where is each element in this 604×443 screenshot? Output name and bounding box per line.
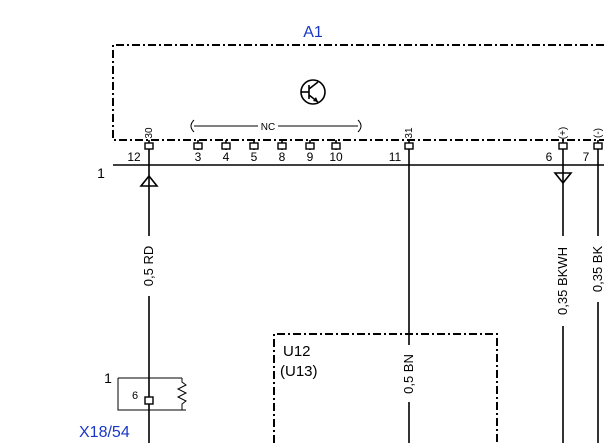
module-a1-label: A1: [303, 24, 323, 41]
pin-10-number: 10: [329, 150, 343, 164]
pin-11-number: 11: [389, 150, 402, 164]
pin-7: (-) 7: [583, 128, 604, 164]
pin-11-tag: 31: [404, 127, 415, 139]
pin-10: 10: [329, 140, 343, 164]
submodule-u12-label: U12: [283, 343, 311, 360]
pin-8-number: 8: [279, 150, 286, 164]
submodule-u12-boundary: [273, 333, 498, 443]
connector-pin-label: 6: [132, 390, 138, 402]
pin-3: 3: [193, 140, 203, 164]
pin-12-number: 12: [127, 150, 141, 164]
nc-label: NC: [261, 122, 275, 133]
pin-7-number: 7: [583, 150, 590, 164]
pin-8: 8: [277, 140, 287, 164]
wire-bn: 0,5 BN: [401, 150, 416, 443]
wire-bk-label: 0,35 BK: [590, 246, 604, 293]
pin-6-tag: (+): [558, 127, 569, 140]
pin-3-number: 3: [195, 150, 202, 164]
wire-bk: 0,35 BK: [590, 150, 604, 443]
pin-6-number: 6: [546, 150, 553, 164]
resistor-icon: [176, 378, 188, 410]
nc-bracket: NC: [190, 119, 362, 133]
submodule-u13-label: (U13): [280, 363, 318, 380]
module-a1-boundary: [112, 44, 604, 141]
pin-4: 4: [221, 140, 231, 164]
wire-rd: 0,5 RD: [139, 150, 159, 443]
pin-5: 5: [249, 140, 259, 164]
pin-4-number: 4: [223, 150, 230, 164]
pin-7-tag: (-): [593, 128, 604, 138]
pin-6: (+) 6: [546, 127, 569, 164]
pin-9-number: 9: [307, 150, 314, 164]
wire-bkwh: 0,35 BKWH: [553, 150, 573, 443]
module-row-label: 1: [97, 165, 105, 181]
wire-bkwh-label: 0,35 BKWH: [555, 247, 570, 315]
pin-12-tag: 30: [144, 127, 155, 139]
connector-x18-54: 1 6 X18/54: [79, 370, 188, 441]
pin-9: 9: [305, 140, 315, 164]
pin-5-number: 5: [251, 150, 258, 164]
connector-row-label: 1: [104, 370, 112, 386]
wire-rd-label: 0,5 RD: [141, 246, 156, 286]
connector-label: X18/54: [79, 424, 130, 441]
wire-bn-label: 0,5 BN: [401, 354, 416, 394]
transistor-icon: [300, 79, 326, 105]
